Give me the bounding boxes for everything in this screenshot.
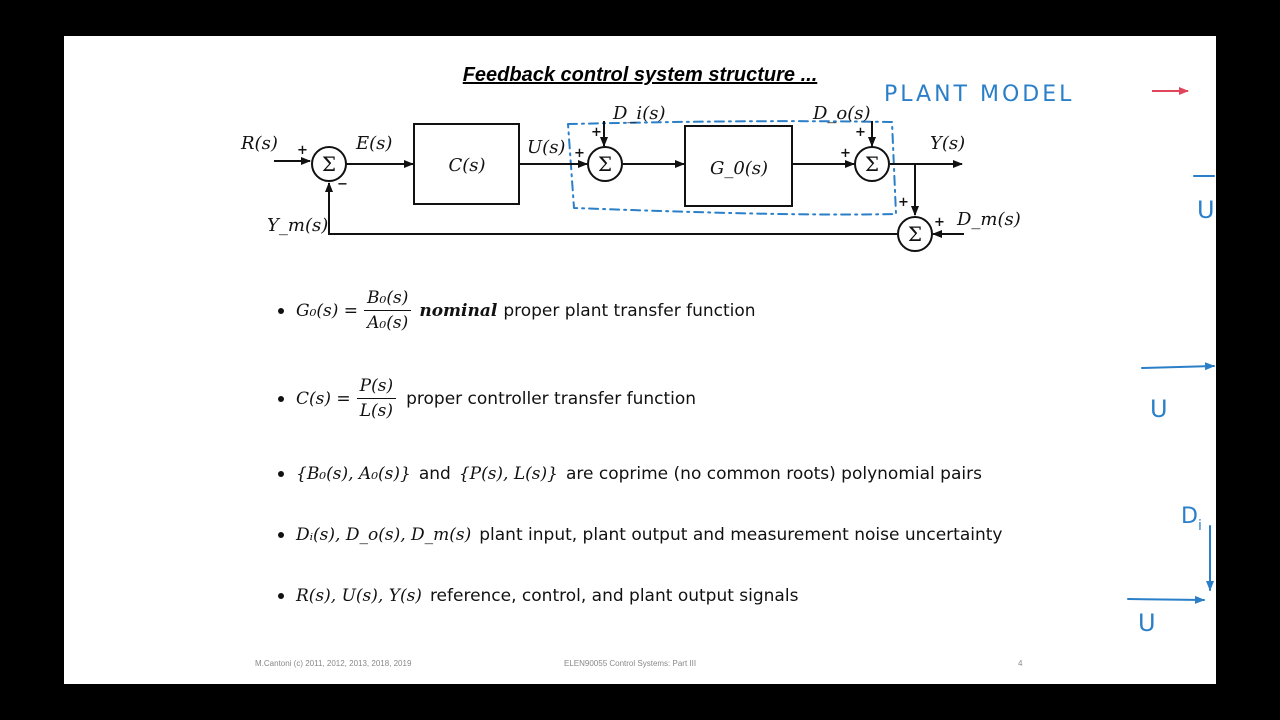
bullet-text: and	[418, 464, 451, 484]
signal-wires	[274, 121, 964, 238]
denominator: L(s)	[359, 401, 394, 421]
plus-sign: +	[591, 125, 602, 140]
list-item: {B₀(s), A₀(s)} and {P(s), L(s)} are copr…	[278, 464, 982, 484]
signal-dm-label: D_m(s)	[956, 209, 1021, 230]
plus-sign: +	[297, 143, 308, 158]
bullet-text: reference, control, and plant output sig…	[429, 586, 799, 606]
sigma-symbol: Σ	[598, 152, 612, 176]
margin-di: D	[1181, 504, 1198, 529]
signal-y-label: Y(s)	[930, 133, 965, 154]
summing-junction-output-disturbance	[854, 146, 890, 182]
page-title: Feedback control system structure ...	[462, 64, 818, 86]
plant-model-outline	[567, 120, 897, 216]
footer-course: ELEN90055 Control Systems: Part III	[564, 659, 697, 668]
slide: Feedback control system structure ...	[64, 36, 1216, 684]
signal-do-label: D_o(s)	[812, 103, 871, 124]
bullet-dot	[278, 593, 284, 599]
sigma-symbol: Σ	[865, 152, 879, 176]
bullet-dot	[278, 532, 284, 538]
block-diagram: Σ Σ Σ Σ C(s) G_0(s) R(s) E(s) U(s) Y(s) …	[240, 82, 1215, 637]
bullet-dot	[278, 395, 284, 402]
signal-r-label: R(s)	[240, 133, 278, 154]
signal-e-label: E(s)	[355, 133, 392, 154]
list-item: R(s), U(s), Y(s) reference, control, and…	[278, 586, 798, 606]
bullet-text: proper plant transfer function	[503, 300, 756, 321]
emphasis-text: nominal	[419, 300, 498, 321]
plus-sign: +	[934, 215, 945, 230]
bullet-text: proper controller transfer function	[406, 388, 697, 409]
signal-di-label: D_i(s)	[612, 103, 665, 124]
fraction: B₀(s) A₀(s)	[364, 288, 412, 333]
summing-junction-input-disturbance	[587, 146, 623, 182]
list-item: Dᵢ(s), D_o(s), D_m(s) plant input, plant…	[278, 525, 1002, 545]
controller-label: C(s)	[448, 155, 485, 176]
math-expression: Dᵢ(s), D_o(s), D_m(s)	[296, 525, 472, 545]
bullet-dot	[278, 307, 284, 314]
bullet-text: plant input, plant output and measuremen…	[479, 525, 1003, 545]
plus-sign: +	[855, 125, 866, 140]
numerator: B₀(s)	[364, 288, 412, 311]
denominator: A₀(s)	[367, 313, 409, 333]
footer-page-number: 4	[1018, 659, 1023, 668]
plant-block	[684, 125, 793, 207]
math-expression: G₀(s) =	[296, 300, 359, 321]
summing-junction-error	[311, 146, 347, 182]
margin-u-1: U	[1197, 196, 1215, 224]
list-item: C(s) = P(s) L(s) proper controller trans…	[278, 376, 696, 421]
plant-label: G_0(s)	[710, 158, 768, 179]
math-expression: C(s) =	[296, 388, 351, 409]
margin-u-2: U	[1150, 395, 1168, 423]
math-expression: {P(s), L(s)}	[458, 464, 558, 484]
margin-u-3: U	[1138, 609, 1156, 637]
math-expression: {B₀(s), A₀(s)}	[296, 464, 411, 484]
plus-sign: +	[840, 146, 851, 161]
plant-model-annotation: PLANT MODEL	[884, 82, 1074, 107]
controller-block	[413, 123, 520, 205]
math-expression: R(s), U(s), Y(s)	[296, 586, 422, 606]
plus-sign: +	[898, 195, 909, 210]
footer-copyright: M.Cantoni (c) 2011, 2012, 2013, 2018, 20…	[255, 659, 412, 668]
list-item: G₀(s) = B₀(s) A₀(s) nominal proper plant…	[278, 288, 756, 333]
bullet-text: are coprime (no common roots) polynomial…	[565, 464, 982, 484]
bullet-dot	[278, 471, 284, 477]
signal-ym-label: Y_m(s)	[267, 215, 328, 236]
numerator: P(s)	[356, 376, 397, 399]
plus-sign: +	[574, 146, 585, 161]
margin-di-sub: i	[1198, 518, 1202, 534]
signal-u-label: U(s)	[527, 137, 565, 158]
margin-notes: U U D i U	[1127, 175, 1215, 637]
minus-sign: −	[337, 177, 348, 192]
sigma-symbol: Σ	[322, 152, 336, 176]
summing-junction-measurement	[897, 216, 933, 252]
sigma-symbol: Σ	[908, 222, 922, 246]
fraction: P(s) L(s)	[356, 376, 397, 421]
